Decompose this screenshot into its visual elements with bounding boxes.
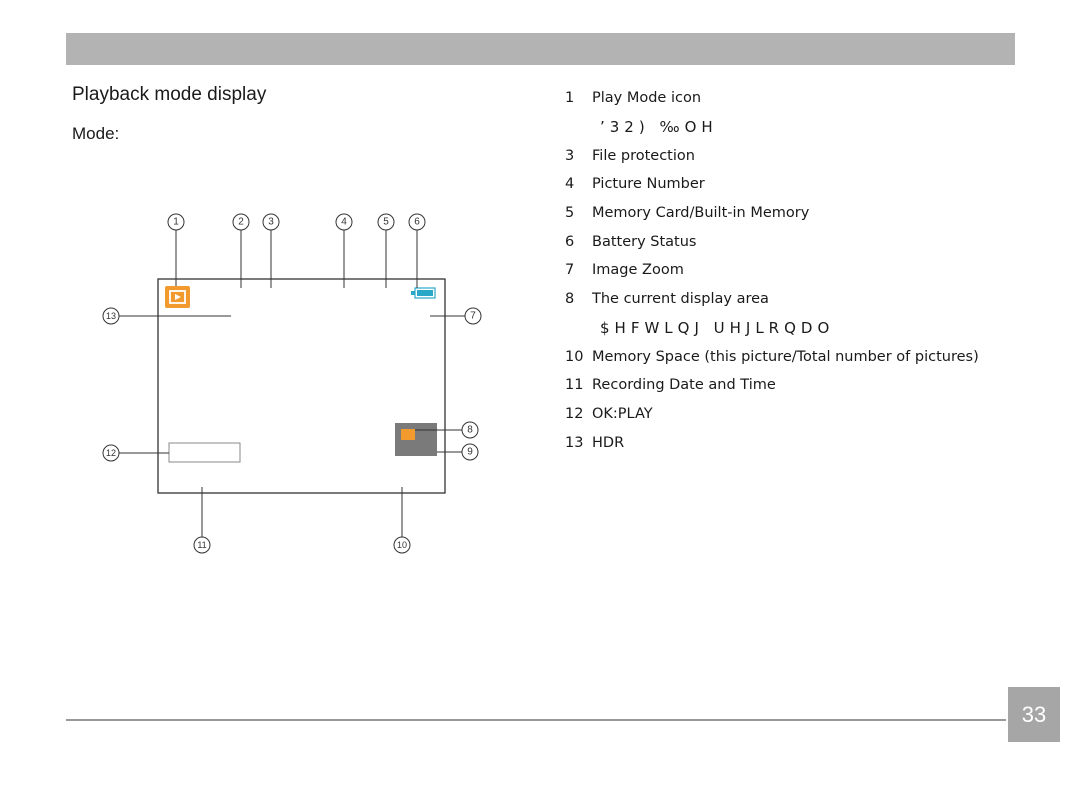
- legend-item: 12 OK:PLAY: [565, 400, 979, 429]
- screen-frame: [157, 278, 446, 494]
- callout-label-11: 11: [197, 540, 206, 550]
- legend-item: 13 HDR: [565, 428, 979, 457]
- callout-label-2: 2: [238, 217, 244, 228]
- legend-label: Battery Status: [592, 233, 697, 250]
- legend-label: Recording Date and Time: [592, 377, 776, 394]
- legend-number: 13: [565, 434, 584, 451]
- callout-label-4: 4: [341, 217, 347, 228]
- legend-item: 1 Play Mode icon: [565, 84, 979, 113]
- callout-label-13: 13: [106, 311, 116, 321]
- legend-number: 8: [565, 291, 575, 308]
- callout-9: [461, 443, 479, 461]
- callout-label-12: 12: [106, 448, 116, 458]
- callout-7: [464, 307, 482, 325]
- header-bar: [66, 33, 1015, 65]
- callout-label-10: 10: [397, 540, 407, 550]
- legend-item: 10 Memory Space (this picture/Total numbe…: [565, 342, 979, 371]
- callout-5: [377, 213, 395, 231]
- callout-label-5: 5: [383, 217, 389, 228]
- legend-item: $HFWLQJ UHJLRQDO: [565, 314, 979, 343]
- battery-icon: [411, 287, 436, 299]
- callout-13: [102, 307, 120, 325]
- callout-8: [461, 421, 479, 439]
- legend-number: 5: [565, 205, 575, 222]
- callout-1: [167, 213, 185, 231]
- callout-12: [102, 444, 120, 462]
- legend-number: 11: [565, 377, 584, 394]
- section-title: Playback mode display: [72, 84, 267, 105]
- legend-item: 5 Memory Card/Built-in Memory: [565, 199, 979, 228]
- callout-3: [262, 213, 280, 231]
- legend-list: 1 Play Mode icon ’32) ‰OH 3 File protectio…: [565, 84, 979, 457]
- legend-item: 11 Recording Date and Time: [565, 371, 979, 400]
- legend-label: OK:PLAY: [592, 405, 653, 422]
- legend-label: Image Zoom: [592, 262, 684, 279]
- callout-10: [393, 536, 411, 554]
- legend-label: Picture Number: [592, 176, 705, 193]
- legend-item: 6 Battery Status: [565, 227, 979, 256]
- legend-number: 10: [565, 348, 584, 365]
- legend-number: 3: [565, 147, 575, 164]
- legend-number: 12: [565, 405, 584, 422]
- legend-label: $HFWLQJ UHJLRQDO: [600, 318, 835, 337]
- legend-item: 3 File protection: [565, 141, 979, 170]
- zoom-area: [395, 423, 437, 456]
- legend-label: Play Mode icon: [592, 90, 702, 107]
- legend-item: 8 The current display area: [565, 285, 979, 314]
- callout-6: [408, 213, 426, 231]
- callout-11: [193, 536, 211, 554]
- callout-label-3: 3: [268, 217, 274, 228]
- play-mode-icon: [165, 286, 190, 308]
- legend-number: 6: [565, 233, 575, 250]
- callout-label-9: 9: [467, 447, 473, 458]
- callout-4: [335, 213, 353, 231]
- legend-label: Memory Space (this picture/Total number …: [592, 348, 979, 365]
- callout-label-1: 1: [173, 217, 179, 228]
- legend-item: 4 Picture Number: [565, 170, 979, 199]
- leader-lines: [119, 229, 465, 537]
- mode-label: Mode:: [72, 124, 120, 143]
- callout-label-8: 8: [467, 425, 473, 436]
- legend-number: 7: [565, 262, 575, 279]
- legend-label: File protection: [592, 147, 695, 164]
- ok-play-box: [168, 442, 241, 463]
- legend-item: 7 Image Zoom: [565, 256, 979, 285]
- legend-number: 1: [565, 90, 575, 107]
- callout-label-7: 7: [470, 311, 476, 322]
- legend-label: ’32) ‰OH: [600, 118, 718, 137]
- legend-label: The current display area: [592, 291, 769, 308]
- legend-label: HDR: [592, 434, 625, 451]
- legend-number: 4: [565, 176, 575, 193]
- page-number: 33: [1008, 687, 1060, 742]
- footer-rule: [66, 719, 1006, 721]
- callout-label-6: 6: [414, 217, 420, 228]
- callout-2: [232, 213, 250, 231]
- legend-item: ’32) ‰OH: [565, 113, 979, 142]
- legend-label: Memory Card/Built-in Memory: [592, 205, 810, 222]
